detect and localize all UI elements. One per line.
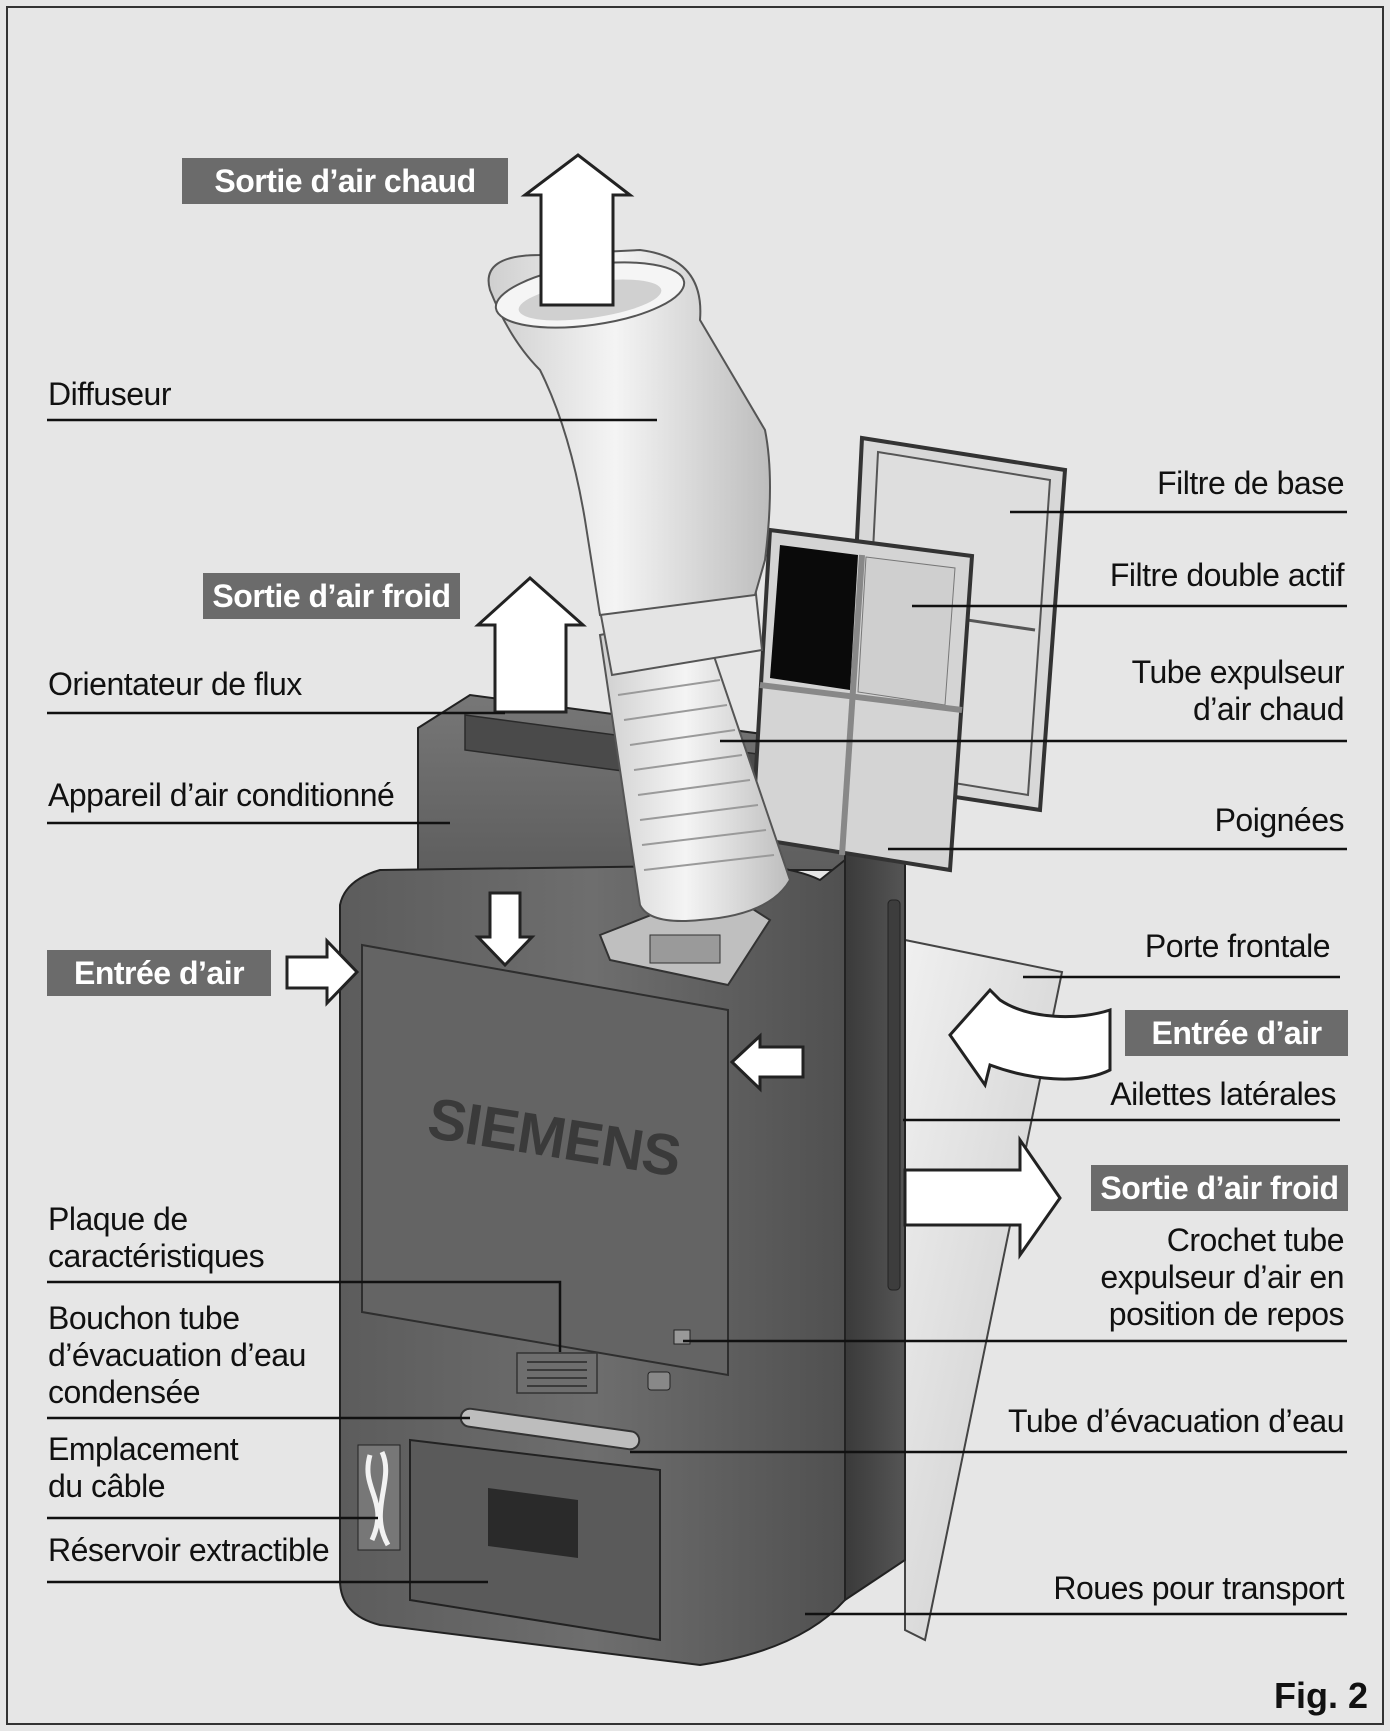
callout-bouchon: Bouchon tube d’évacuation d’eau condensé…	[48, 1300, 306, 1411]
hot-air-hose	[487, 248, 792, 922]
callout-plaque: Plaque de caractéristiques	[48, 1201, 265, 1275]
callout-roues: Roues pour transport	[1053, 1570, 1344, 1606]
filters	[749, 435, 1068, 873]
figure-label: Fig. 2	[1273, 1675, 1368, 1716]
callout-porte: Porte frontale	[1144, 928, 1331, 964]
callout-bouchon-line2: d’évacuation d’eau	[48, 1337, 306, 1373]
callout-poignees: Poignées	[1214, 802, 1345, 838]
label-air-in-right: Entrée d’air	[1125, 1010, 1348, 1056]
callout-crochet-line2: expulseur d’air en	[1100, 1259, 1344, 1295]
callout-crochet-line1: Crochet tube	[1166, 1222, 1345, 1258]
callout-appareil: Appareil d’air conditionné	[48, 777, 395, 813]
cold-air-up-arrow	[474, 575, 587, 714]
callout-ailettes: Ailettes latérales	[1110, 1076, 1336, 1112]
air-in-side-arrow	[948, 987, 1112, 1089]
callout-filtre-double: Filtre double actif	[1109, 557, 1345, 593]
callout-diffuseur: Diffuseur	[48, 376, 171, 412]
callout-crochet-line3: position de repos	[1108, 1296, 1345, 1332]
leader-lines	[47, 418, 1347, 1616]
callout-plaque-line2: caractéristiques	[48, 1238, 265, 1274]
callout-tube-expulseur-line1: Tube expulseur	[1131, 654, 1345, 690]
label-cold-air-out-right: Sortie d’air froid	[1091, 1165, 1348, 1211]
figure-frame	[6, 6, 1384, 1725]
callout-bouchon-line1: Bouchon tube	[48, 1300, 240, 1336]
air-in-front-arrow	[729, 1032, 805, 1093]
callout-orientateur: Orientateur de flux	[48, 666, 302, 702]
air-in-left-arrow	[285, 937, 360, 1007]
callout-reservoir: Réservoir extractible	[48, 1532, 330, 1568]
label-air-in-left: Entrée d’air	[47, 950, 271, 996]
cold-air-side-arrow	[903, 1135, 1062, 1260]
callout-emplacement: Emplacement du câble	[48, 1431, 239, 1505]
airflow-arrows	[285, 153, 1112, 1260]
callout-tube-expulseur: Tube expulseur d’air chaud	[1131, 654, 1345, 728]
label-hot-air-out: Sortie d’air chaud	[182, 158, 508, 204]
label-cold-air-out-top: Sortie d’air froid	[203, 573, 460, 619]
callout-emplacement-line2: du câble	[48, 1468, 165, 1504]
callout-tube-expulseur-line2: d’air chaud	[1192, 691, 1345, 727]
callout-emplacement-line1: Emplacement	[48, 1431, 239, 1467]
callout-tube-evacuation: Tube d’évacuation d’eau	[1007, 1403, 1345, 1439]
callout-plaque-line1: Plaque de	[48, 1201, 188, 1237]
callout-filtre-base: Filtre de base	[1157, 465, 1344, 501]
callout-crochet: Crochet tube expulseur d’air en position…	[1100, 1222, 1344, 1333]
air-in-top-arrow	[474, 891, 536, 968]
callout-bouchon-line3: condensée	[48, 1374, 201, 1410]
hot-air-arrow	[520, 153, 635, 307]
